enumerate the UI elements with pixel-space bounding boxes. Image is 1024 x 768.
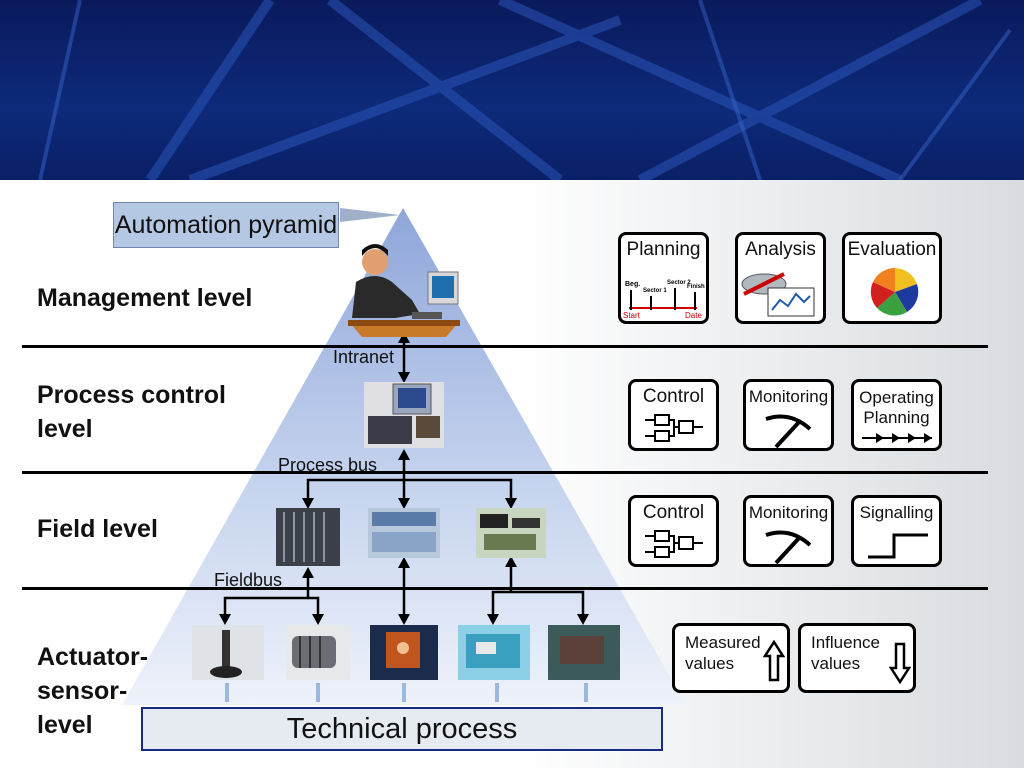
arrows-row-icon xyxy=(862,433,932,443)
level-label-actuator-line1: Actuator- xyxy=(37,643,149,671)
function-evaluation-label: Evaluation xyxy=(847,239,937,260)
pie-chart-icon xyxy=(870,267,919,316)
arrow-heads xyxy=(219,332,589,625)
function-field-monitoring: Monitoring xyxy=(743,495,834,567)
level-label-process-control-line2: level xyxy=(37,415,93,443)
function-process-monitoring-label: Monitoring xyxy=(748,387,829,406)
level-label-actuator-sensor: Actuator- sensor- level xyxy=(37,640,148,742)
planning-mini-beg: Beg. xyxy=(625,281,640,288)
function-operating-planning: Operating Planning xyxy=(851,379,942,451)
header-banner xyxy=(0,0,1024,180)
level-label-actuator-line2: sensor- xyxy=(37,677,128,705)
function-field-monitoring-label: Monitoring xyxy=(748,503,829,522)
control-blocks-icon xyxy=(645,414,703,442)
sensor-device-1 xyxy=(192,625,264,680)
planning-mini-finish: Finish xyxy=(687,284,705,290)
measured-values-line2: values xyxy=(685,654,735,673)
measured-values-label: Measured values xyxy=(685,632,761,674)
actuator-device-3 xyxy=(370,625,438,680)
function-analysis: Analysis xyxy=(735,232,826,324)
influence-values-line1: Influence xyxy=(811,633,880,652)
pickaxe-icon-field xyxy=(765,530,812,564)
influence-values-label: Influence values xyxy=(811,632,880,674)
level-label-actuator-line3: level xyxy=(37,711,93,739)
function-process-control: Control xyxy=(628,379,719,451)
function-operating-planning-line1: Operating xyxy=(859,388,934,407)
process-computer-illustration xyxy=(364,382,444,448)
field-device-3 xyxy=(476,508,546,558)
control-blocks-icon-field xyxy=(645,530,703,558)
arrow-down-icon xyxy=(889,642,911,684)
connection-lines xyxy=(223,335,585,620)
planning-mini-start: Start xyxy=(623,311,641,320)
function-operating-planning-line2: Planning xyxy=(863,408,930,427)
function-evaluation: Evaluation xyxy=(842,232,942,324)
function-planning-label: Planning xyxy=(626,239,701,260)
process-bus-label: Process bus xyxy=(278,455,378,475)
function-measured-values: Measured values xyxy=(672,623,790,693)
manager-illustration xyxy=(348,244,460,337)
fieldbus-label: Fieldbus xyxy=(214,570,283,590)
pyramid-title: Automation pyramid xyxy=(113,202,339,248)
process-link-arrows xyxy=(225,683,588,702)
title-pointer xyxy=(340,208,400,222)
function-signalling-label: Signalling xyxy=(859,503,934,522)
banner-decoration xyxy=(38,0,1012,180)
field-device-1 xyxy=(276,508,340,566)
separator-1 xyxy=(22,345,988,348)
arrow-up-icon xyxy=(763,640,785,682)
function-analysis-label: Analysis xyxy=(745,239,816,260)
separator-3 xyxy=(22,587,988,590)
technical-process-box: Technical process xyxy=(141,707,663,751)
function-field-control-label: Control xyxy=(642,502,705,523)
timeline-icon: Beg. Sector 1 Sector 2 Finish Start Date xyxy=(623,280,705,320)
level-label-field: Field level xyxy=(37,515,158,543)
level-label-process-control: Process control level xyxy=(37,378,226,446)
analysis-chart-icon xyxy=(741,272,815,317)
pickaxe-icon xyxy=(765,414,812,448)
function-process-monitoring: Monitoring xyxy=(743,379,834,451)
step-signal-icon xyxy=(868,533,928,559)
planning-mini-date: Date xyxy=(685,311,702,320)
planning-mini-sector2: Sector 2 xyxy=(667,280,691,286)
function-planning: Planning Beg. Sector 1 Sector 2 Finish S… xyxy=(618,232,709,324)
level-label-management: Management level xyxy=(37,284,253,312)
actuator-device-5 xyxy=(548,625,620,680)
influence-values-line2: values xyxy=(811,654,861,673)
measured-values-line1: Measured xyxy=(685,633,761,652)
intranet-label: Intranet xyxy=(333,347,395,367)
planning-mini-sector1: Sector 1 xyxy=(643,288,667,294)
actuator-device-4 xyxy=(458,625,530,680)
separator-2 xyxy=(22,471,988,474)
function-influence-values: Influence values xyxy=(798,623,916,693)
function-process-control-label: Control xyxy=(642,386,705,407)
function-signalling: Signalling xyxy=(851,495,942,567)
sensor-device-2 xyxy=(286,625,350,680)
level-label-process-control-line1: Process control xyxy=(37,381,226,409)
function-field-control: Control xyxy=(628,495,719,567)
level-separators xyxy=(22,345,988,590)
field-device-2 xyxy=(368,508,440,558)
